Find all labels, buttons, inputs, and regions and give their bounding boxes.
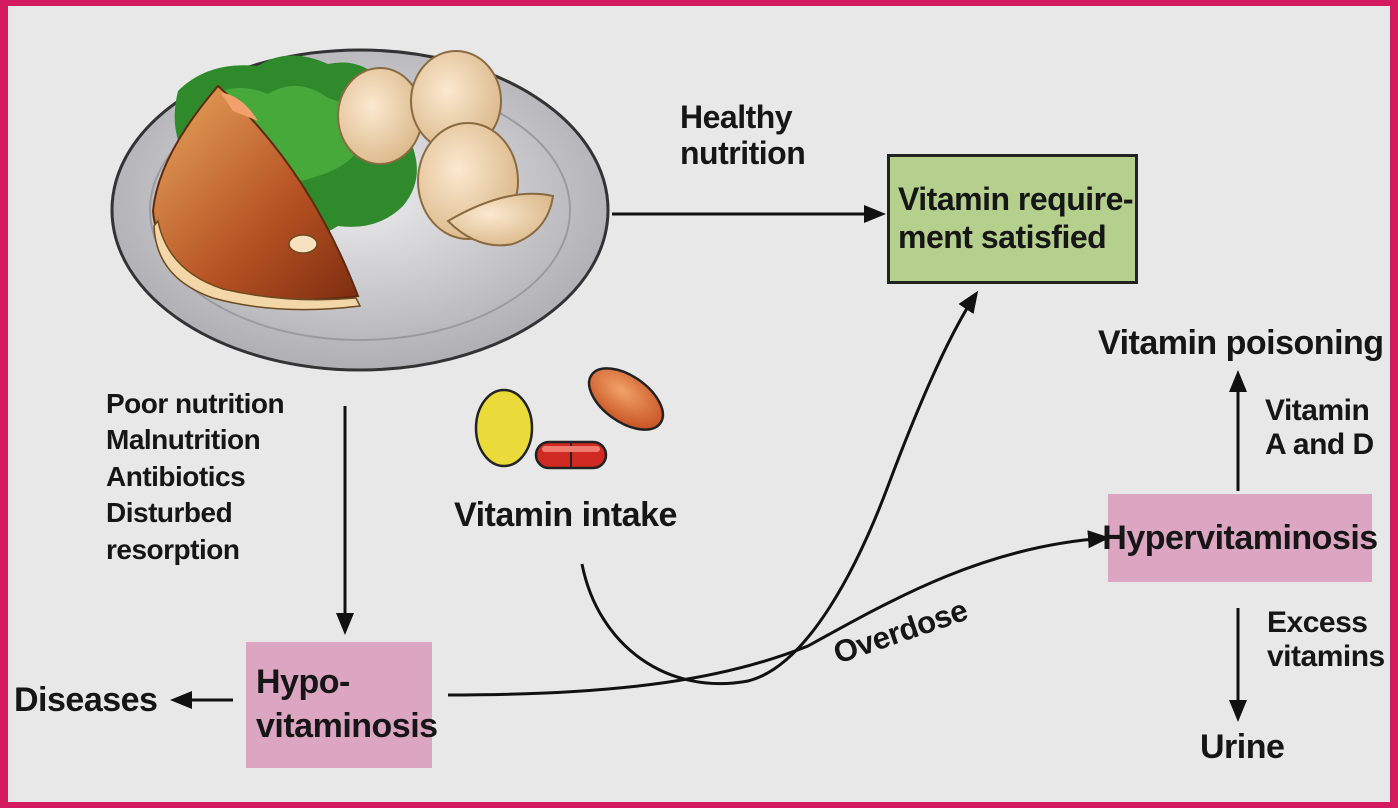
- hypervitaminosis-text: Hypervitaminosis: [1102, 519, 1377, 558]
- arrow-hypo-to-hyper: [448, 538, 1106, 695]
- hypo-line-1: Hypo-: [256, 661, 438, 705]
- cause-item: resorption: [106, 532, 284, 568]
- urine-label: Urine: [1200, 728, 1284, 766]
- vitamin-a-and-d-label: Vitamin A and D: [1265, 394, 1374, 461]
- healthy-nutrition-label: Healthy nutrition: [680, 100, 805, 172]
- requirement-satisfied-box: Vitamin require- ment satisfied: [887, 154, 1138, 284]
- cause-item: Disturbed: [106, 495, 284, 531]
- hypervitaminosis-box: Hypervitaminosis: [1108, 494, 1372, 582]
- vitamin-poisoning-label: Vitamin poisoning: [1098, 324, 1384, 362]
- requirement-line-2: ment satisfied: [898, 219, 1133, 257]
- healthy-line-2: nutrition: [680, 136, 805, 172]
- vitamin-pills-illustration: [476, 356, 674, 468]
- diagram-frame: Overdose Healthy nutrition Vitamin requi…: [8, 6, 1390, 802]
- plate-of-food-illustration: [112, 50, 608, 370]
- vitamin-ad-line-2: A and D: [1265, 428, 1374, 462]
- vitamin-ad-line-1: Vitamin: [1265, 394, 1374, 428]
- vitamin-intake-label: Vitamin intake: [454, 496, 677, 534]
- cause-item: Malnutrition: [106, 422, 284, 458]
- hypo-line-2: vitaminosis: [256, 705, 438, 749]
- healthy-line-1: Healthy: [680, 100, 805, 136]
- overdose-label: Overdose: [829, 592, 972, 670]
- cause-item: Antibiotics: [106, 459, 284, 495]
- cause-item: Poor nutrition: [106, 386, 284, 422]
- diseases-label: Diseases: [14, 681, 157, 719]
- requirement-line-1: Vitamin require-: [898, 181, 1133, 219]
- hypovitaminosis-box: Hypo- vitaminosis: [246, 642, 432, 768]
- excess-line-1: Excess: [1267, 606, 1385, 640]
- excess-line-2: vitamins: [1267, 640, 1385, 674]
- excess-vitamins-label: Excess vitamins: [1267, 606, 1385, 673]
- causes-list: Poor nutrition Malnutrition Antibiotics …: [106, 386, 284, 568]
